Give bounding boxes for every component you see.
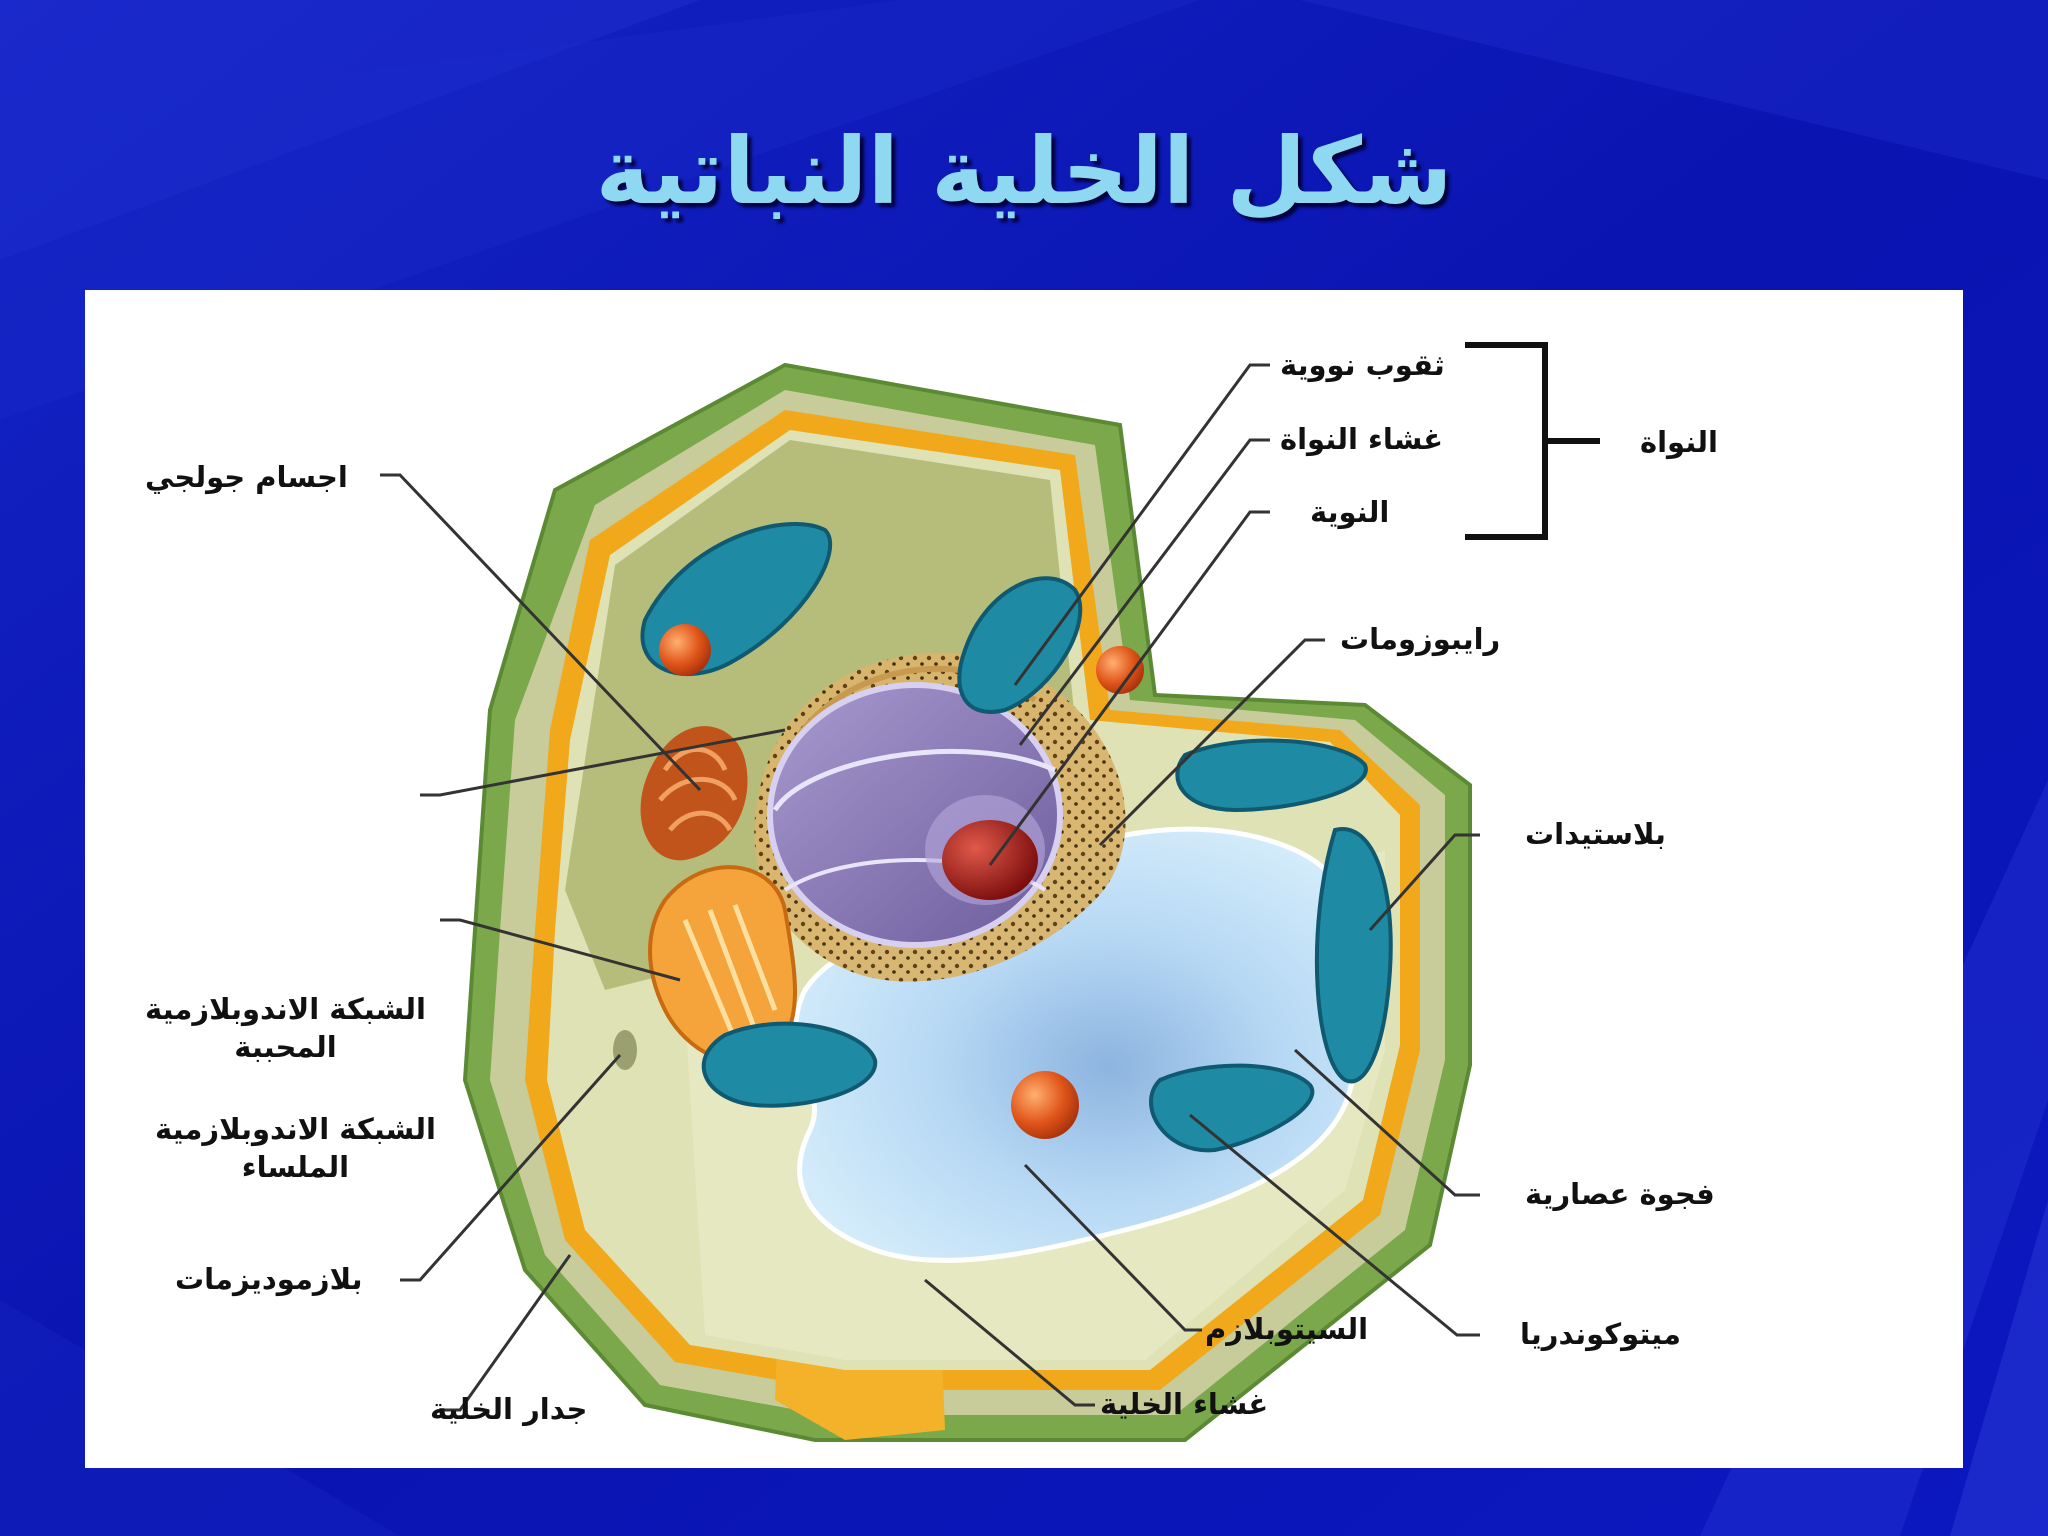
mitochondrion [1011, 1071, 1079, 1139]
plastids [640, 522, 1393, 1153]
label-smooth-er-line2: الملساء [241, 1150, 350, 1184]
nucleus [767, 682, 1063, 948]
label-nuclear-envelope: غشاء النواة [1280, 422, 1444, 456]
label-nucleus: النواة [1640, 425, 1718, 459]
label-cell-membrane: غشاء الخلية [1100, 1387, 1269, 1421]
plant-cell-illustration [380, 342, 1600, 1442]
slide-title: شكل الخلية النباتية [595, 118, 1453, 225]
plasmodesmata [613, 1030, 637, 1070]
leader-lines [380, 363, 1480, 1412]
mitochondrion [1096, 646, 1144, 694]
nucleolus [942, 820, 1038, 900]
label-rough-er: الشبكة الاندوبلازمية المحببة [145, 990, 426, 1066]
label-ribosomes: رايبوزومات [1340, 622, 1501, 656]
golgi-apparatus [640, 726, 748, 861]
label-cell-wall: جدار الخلية [430, 1392, 588, 1426]
label-nucleolus: النوية [1310, 495, 1390, 529]
label-rough-er-line2: المحببة [234, 1030, 337, 1064]
label-mitochondria: ميتوكوندريا [1520, 1317, 1681, 1351]
mitochondrion [659, 624, 711, 676]
label-nuclear-pores: ثقوب نووية [1280, 348, 1445, 382]
nucleus-bracket [1465, 342, 1600, 540]
label-cytoplasm: السيتوبلازم [1205, 1312, 1369, 1346]
label-rough-er-line1: الشبكة الاندوبلازمية [145, 992, 426, 1026]
label-plasmodesmata: بلازموديزمات [175, 1262, 363, 1296]
label-golgi: اجسام جولجي [145, 460, 348, 494]
label-smooth-er: الشبكة الاندوبلازمية الملساء [155, 1110, 436, 1186]
label-vacuole: فجوة عصارية [1525, 1177, 1715, 1211]
diagram-panel: اجسام جولجي ثقوب نووية غشاء النواة النوي… [85, 290, 1963, 1468]
label-plastids: بلاستيدات [1525, 817, 1666, 851]
label-smooth-er-line1: الشبكة الاندوبلازمية [155, 1112, 436, 1146]
